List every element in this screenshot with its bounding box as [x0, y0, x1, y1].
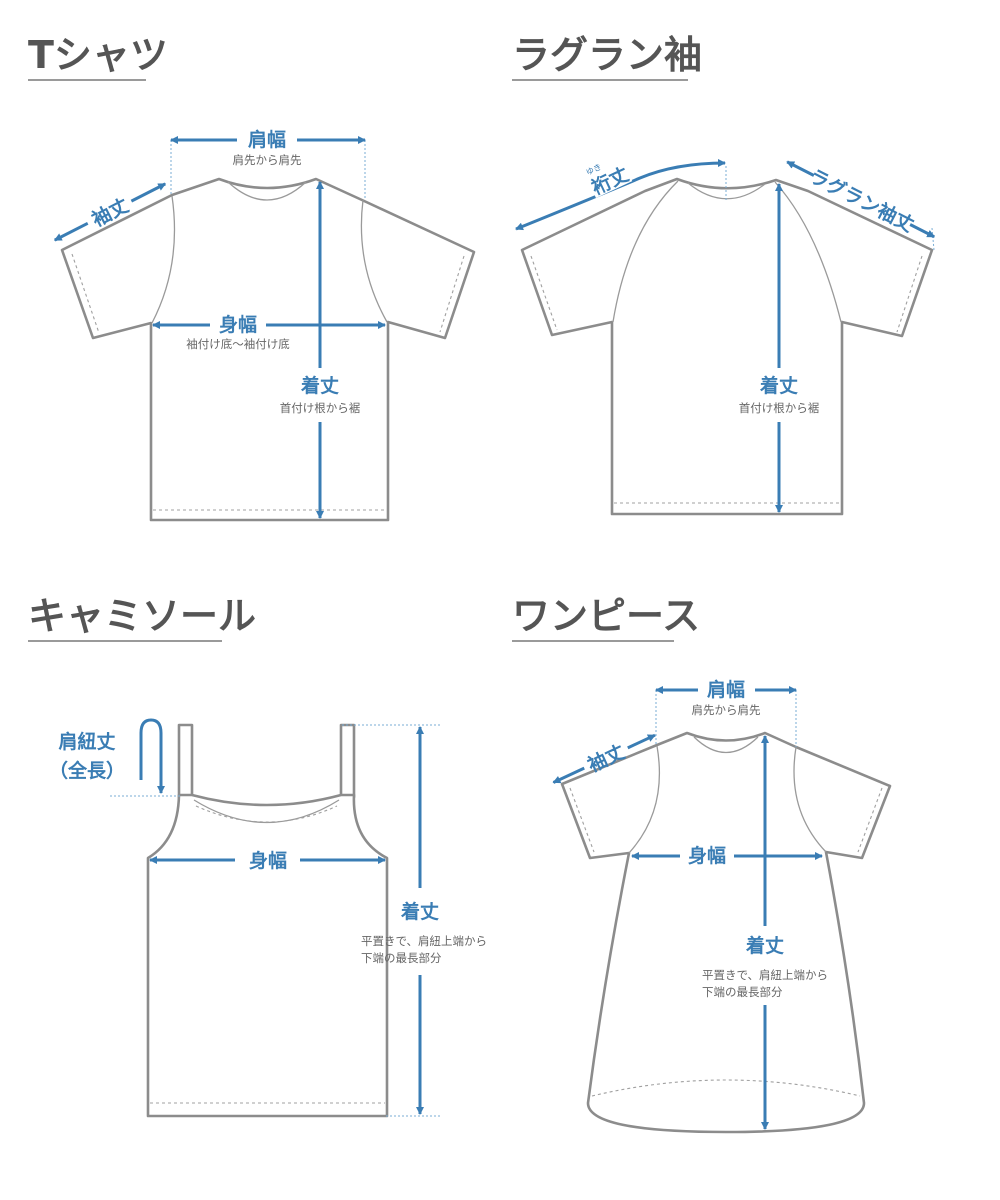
tshirt-diagram: 肩幅 肩先から肩先 袖丈 身幅 袖付け底〜袖付け底 着丈 首付け根から裾 — [53, 128, 476, 522]
tshirt-title-underline — [28, 79, 146, 81]
raglan-cuff-stitch-left — [530, 255, 558, 331]
raglan-yuki-label-bg — [586, 161, 633, 198]
onepiece-armhole-right — [793, 746, 827, 853]
camisole-strap-arrow — [139, 718, 165, 794]
tshirt-collar — [227, 181, 307, 201]
camisole-neck-stitch — [195, 805, 338, 823]
raglan-cuff-stitch-right — [896, 255, 923, 333]
camisole-width-label: 身幅 — [249, 849, 287, 872]
camisole-length-sub-1: 平置きで、肩紐上端から — [361, 934, 487, 948]
onepiece-cuff-stitch-right — [857, 787, 883, 853]
camisole-length-label: 着丈 — [401, 900, 439, 923]
camisole-strap-sub: （全長） — [49, 759, 125, 782]
onepiece-length-sub-1: 平置きで、肩紐上端から — [702, 968, 828, 982]
onepiece-length-label: 着丈 — [746, 934, 784, 957]
raglan-diagram: 裄丈 ゆき ラグラン袖丈 着丈 首付け根から裾 — [515, 159, 936, 516]
raglan-length-label: 着丈 — [760, 374, 798, 397]
raglan-title-underline — [512, 79, 688, 81]
raglan-outline — [520, 177, 934, 516]
camisole-strap-right — [339, 723, 356, 799]
tshirt-armhole-left — [151, 195, 176, 324]
raglan-title: ラグラン袖 — [512, 33, 703, 77]
onepiece-outline — [560, 731, 892, 1134]
tshirt-length-sub: 首付け根から裾 — [280, 401, 361, 415]
camisole-diagram: 肩紐丈 （全長） 身幅 着丈 平置きで、肩紐上端から 下端の最長部分 — [49, 718, 487, 1118]
camisole-strap-label: 肩紐丈 — [58, 730, 115, 753]
raglan-sleeve-arrow-left — [786, 160, 815, 177]
onepiece-collar — [693, 736, 759, 753]
onepiece-hem-stitch — [591, 1079, 861, 1097]
tshirt-outline — [60, 177, 476, 522]
onepiece-armhole-left — [628, 745, 660, 854]
camisole-strap-left — [177, 723, 194, 799]
onepiece-length-sub-2: 下端の最長部分 — [702, 985, 783, 999]
onepiece-title: ワンピース — [512, 594, 701, 638]
camisole-outline — [146, 793, 389, 1118]
tshirt-cuff-stitch-left — [71, 253, 100, 334]
camisole-length-sub-2: 下端の最長部分 — [361, 951, 442, 965]
tshirt-title: Tシャツ — [28, 33, 168, 77]
tshirt-width-label: 身幅 — [219, 313, 257, 336]
tshirt-armhole-right — [360, 199, 388, 323]
camisole-title: キャミソール — [28, 594, 257, 638]
raglan-length-sub: 首付け根から裾 — [739, 401, 820, 415]
raglan-seam-right — [774, 181, 842, 323]
onepiece-shoulder-label: 肩幅 — [707, 678, 745, 701]
onepiece-diagram: 肩幅 肩先から肩先 袖丈 身幅 着丈 平置きで、肩紐上端から 下端の最長部分 — [552, 678, 892, 1134]
onepiece-width-label: 身幅 — [688, 844, 726, 867]
onepiece-sleeve-arrow-right — [627, 733, 656, 750]
tshirt-sleeve-arrow-left — [53, 222, 89, 242]
tshirt-sleeve-arrow-right — [130, 182, 167, 203]
onepiece-sleeve-arrow-left — [552, 766, 585, 784]
onepiece-title-underline — [512, 640, 674, 642]
onepiece-cuff-stitch-left — [569, 787, 595, 853]
raglan-sleeve-guide-end — [931, 227, 935, 251]
tshirt-shoulder-label: 肩幅 — [248, 128, 286, 151]
tshirt-cuff-stitch-right — [439, 255, 465, 333]
onepiece-shoulder-sub: 肩先から肩先 — [692, 703, 761, 717]
camisole-title-underline — [28, 640, 222, 642]
raglan-yuki-arrow — [515, 159, 726, 231]
raglan-sleeve-arrow-right — [909, 223, 936, 239]
tshirt-shoulder-sub: 肩先から肩先 — [233, 153, 302, 167]
tshirt-width-sub: 袖付け底〜袖付け底 — [186, 337, 290, 351]
tshirt-length-label: 着丈 — [301, 374, 339, 397]
